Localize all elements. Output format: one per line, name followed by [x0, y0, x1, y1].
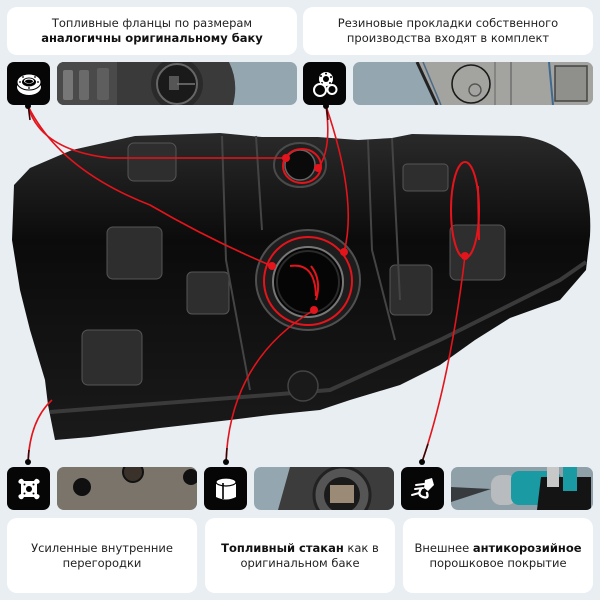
spray-coating-icon	[401, 467, 444, 510]
baffles-photo-thumbnail	[57, 467, 197, 510]
feature-text-line: Внешнее	[414, 540, 473, 555]
spray-gun-photo-thumbnail	[451, 467, 593, 510]
callout-lines	[27, 103, 466, 463]
gasket-photo-thumbnail	[353, 62, 593, 105]
rubber-gaskets-icon	[303, 62, 346, 105]
feature-text-line: оригинальном баке	[240, 555, 360, 570]
fuel-cup-icon	[204, 467, 247, 510]
feature-card-fuel-cup: Топливный стакан как в оригинальном баке	[205, 518, 395, 593]
feature-text-line: порошковое покрытие	[429, 555, 567, 570]
feature-text-line: Топливные фланцы по размерам	[51, 16, 253, 30]
feature-text-line: как в	[343, 540, 379, 555]
feature-card-coating: Внешнее антикорозийное порошковое покрыт…	[403, 518, 593, 593]
flange-photo-thumbnail	[57, 62, 297, 105]
feature-card-gaskets: Резиновые прокладки собственного произво…	[303, 7, 593, 55]
callout-dots	[268, 154, 469, 314]
fuel-cup-photo-thumbnail	[254, 467, 394, 510]
feature-card-flanges: Топливные фланцы по размерам аналогичны …	[7, 7, 297, 55]
feature-text-bold: аналогичны оригинальному баку	[41, 31, 263, 45]
feature-text-bold: Топливный стакан	[221, 540, 344, 555]
internal-baffles-icon	[7, 467, 50, 510]
feature-text-bold: антикорозийное	[472, 540, 582, 555]
feature-text-line: Резиновые прокладки собственного	[337, 16, 559, 30]
feature-card-baffles: Усиленные внутренние перегородки	[7, 518, 197, 593]
tank-body	[12, 133, 591, 440]
fuel-flange-icon	[7, 62, 50, 105]
feature-text-line: Усиленные внутренние	[31, 540, 173, 555]
feature-text-line: производства входят в комплект	[346, 31, 550, 45]
feature-text-line: перегородки	[62, 555, 142, 570]
callout-rings	[263, 148, 480, 326]
